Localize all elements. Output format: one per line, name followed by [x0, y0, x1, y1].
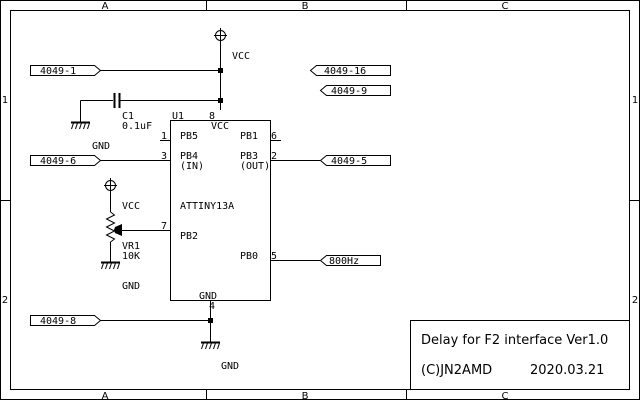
- ic-body: [170, 120, 271, 301]
- cap-ref: C1: [122, 111, 134, 122]
- junction-vcc-4049-1: [218, 68, 223, 73]
- zone-col-top-c: C: [502, 1, 509, 12]
- pin-pb2-label: PB2: [180, 231, 198, 242]
- vcc-label-top: VCC: [232, 51, 250, 62]
- port-4049-16-label: 4049-16: [324, 66, 366, 77]
- vcc-label-pot: VCC: [122, 201, 140, 212]
- pin-pb3-sub: (OUT): [240, 161, 270, 172]
- pin-gnd-label: GND: [199, 291, 217, 302]
- title-block-date: 2020.03.21: [530, 363, 604, 378]
- gnd-label-pot: GND: [122, 281, 140, 292]
- port-4049-1: [30, 65, 102, 76]
- port-4049-5-label: 4049-5: [331, 156, 367, 167]
- title-block-author: (C)JN2AMD: [421, 363, 492, 378]
- zone-col-bottom-c: C: [502, 391, 509, 400]
- pot-ref: VR1: [122, 241, 140, 252]
- zone-row-right-1: 1: [632, 95, 638, 106]
- pin-pb5-num: 1: [161, 131, 167, 142]
- zone-col-bottom-b: B: [302, 391, 309, 400]
- zone-row-left-2: 2: [2, 295, 8, 306]
- gnd-symbol-bottom: [201, 341, 220, 350]
- pin-vcc-label: VCC: [211, 121, 229, 132]
- zone-row-left-1: 1: [2, 95, 8, 106]
- pot-value: 10K: [122, 251, 140, 262]
- port-800hz-label: 800Hz: [329, 256, 359, 267]
- pin-pb4-num: 3: [161, 151, 167, 162]
- port-4049-9-label: 4049-9: [331, 86, 367, 97]
- port-4049-1-label: 4049-1: [40, 66, 76, 77]
- pin-pb4-sub: (IN): [180, 161, 204, 172]
- pin-pb2-num: 7: [161, 221, 167, 232]
- pin-pb0-num: 5: [271, 251, 277, 262]
- pin-pb5-label: PB5: [180, 131, 198, 142]
- junction-vcc-cap: [218, 98, 223, 103]
- ic-ref: U1: [172, 111, 184, 122]
- inner-frame: [10, 10, 630, 390]
- pin-gnd-num: 4: [209, 301, 215, 312]
- port-800hz: [319, 255, 381, 266]
- port-4049-6-label: 4049-6: [40, 156, 76, 167]
- gnd-symbol-pot: [101, 261, 120, 270]
- pin-vcc-num: 8: [209, 111, 215, 122]
- pin-pb0-label: PB0: [240, 251, 258, 262]
- potentiometer: [105, 211, 116, 243]
- port-4049-8: [30, 315, 102, 326]
- zone-col-top-a: A: [102, 1, 109, 12]
- pin-pb3-label: PB3: [240, 151, 258, 162]
- port-4049-8-label: 4049-8: [40, 316, 76, 327]
- ic-name: ATTINY13A: [180, 201, 234, 212]
- title-block-title: Delay for F2 interface Ver1.0: [421, 333, 608, 348]
- pin-pb1-label: PB1: [240, 131, 258, 142]
- port-4049-9: [319, 85, 391, 96]
- pin-pb1-num: 6: [271, 131, 277, 142]
- pin-pb3-num: 2: [271, 151, 277, 162]
- gnd-symbol-cap: [71, 121, 90, 130]
- zone-col-top-b: B: [302, 1, 309, 12]
- port-4049-5: [319, 155, 391, 166]
- port-4049-16: [309, 65, 391, 76]
- junction-gnd-4049-8: [208, 318, 213, 323]
- pin-pb4-label: PB4: [180, 151, 198, 162]
- cap-value: 0.1uF: [122, 121, 152, 132]
- zone-col-bottom-a: A: [102, 391, 109, 400]
- zone-row-right-2: 2: [632, 295, 638, 306]
- pot-wiper-arrow: [114, 224, 122, 236]
- title-block: [410, 320, 630, 390]
- gnd-label-cap: GND: [92, 141, 110, 152]
- port-4049-6: [30, 155, 102, 166]
- gnd-label-bottom: GND: [221, 361, 239, 372]
